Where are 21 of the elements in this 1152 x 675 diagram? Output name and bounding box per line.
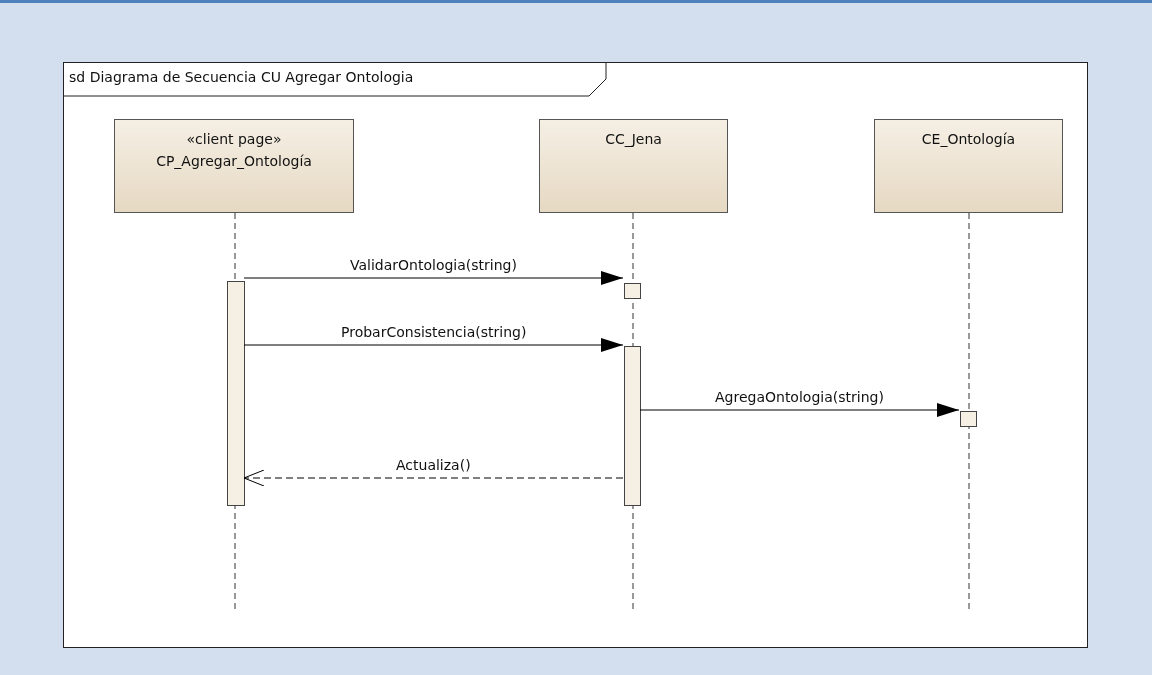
message-arrow xyxy=(639,403,960,417)
stereotype-label: «client page» xyxy=(186,130,282,149)
activation-bar xyxy=(624,283,641,299)
message-label: Actualiza() xyxy=(396,457,471,473)
return-message-arrow xyxy=(243,469,624,487)
participant-name: CP_Agregar_Ontología xyxy=(156,152,312,171)
participant-box xyxy=(114,119,354,213)
activation-bar xyxy=(227,281,245,506)
message-label: AgregaOntologia(string) xyxy=(715,389,884,405)
participant-box xyxy=(874,119,1063,213)
participant-box xyxy=(539,119,728,213)
participant-name: CE_Ontología xyxy=(921,130,1016,149)
frame xyxy=(63,62,1088,648)
participant-name: CC_Jena xyxy=(605,130,662,149)
activation-bar xyxy=(960,411,977,427)
message-arrow xyxy=(243,271,624,285)
message-label: ProbarConsistencia(string) xyxy=(341,324,527,340)
activation-bar xyxy=(624,346,641,506)
message-arrow xyxy=(243,338,624,352)
frame-title: sd Diagrama de Secuencia CU Agregar Ontologia xyxy=(69,69,414,85)
message-label: ValidarOntologia(string) xyxy=(350,257,517,273)
